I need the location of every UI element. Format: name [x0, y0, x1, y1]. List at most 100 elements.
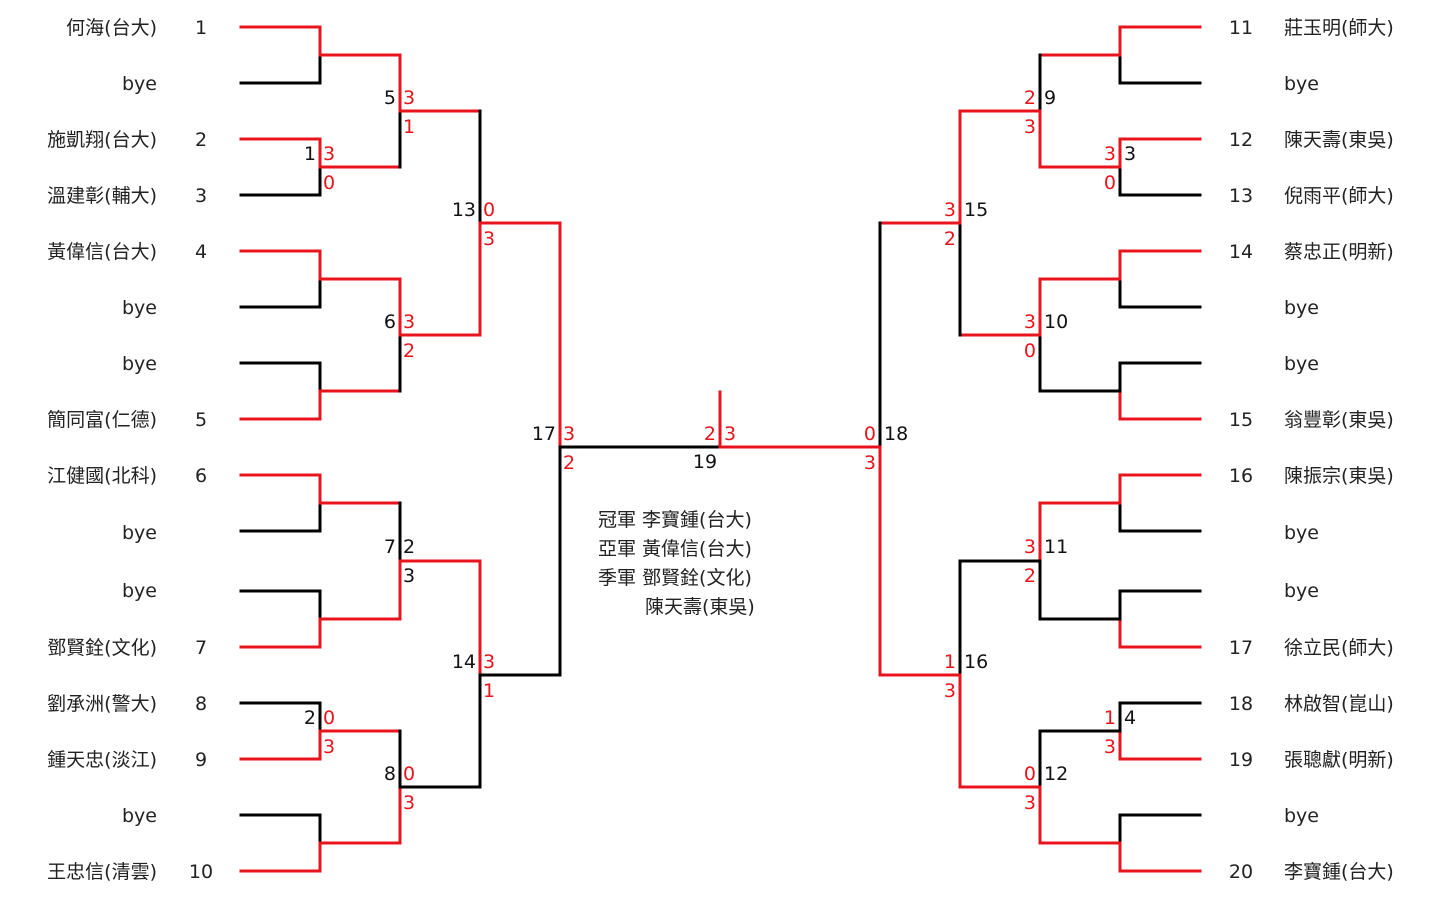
right-player-name: 翁豐彰(東吳)	[1284, 409, 1394, 431]
right-player-name: bye	[1284, 805, 1319, 827]
left-bracket-lines	[239, 25, 722, 873]
match-score-top: 1	[944, 651, 956, 673]
match-number: 19	[693, 451, 717, 473]
final-lines	[718, 390, 882, 449]
match-score-bottom: 0	[1104, 172, 1116, 194]
right-player-seed: 14	[1229, 241, 1253, 263]
match-number: 6	[384, 311, 396, 333]
match-number: 18	[884, 423, 908, 445]
match-score-bottom: 0	[323, 172, 335, 194]
match-number: 8	[384, 763, 396, 785]
results-summary: 冠軍 李寶鍾(台大) 亞軍 黃偉信(台大) 季軍 鄧賢銓(文化) 陳天壽(東吳)	[598, 509, 755, 618]
left-player-name: 何海(台大)	[66, 17, 157, 39]
match-score-top: 1	[1104, 707, 1116, 729]
match-score-bottom: 3	[483, 228, 495, 250]
left-player-seed: 10	[189, 861, 213, 883]
left-player-name: bye	[122, 73, 157, 95]
right-player-name: bye	[1284, 353, 1319, 375]
left-player-name: bye	[122, 297, 157, 319]
match-score-top: 3	[483, 651, 495, 673]
left-player-seed: 5	[195, 409, 207, 431]
match-score-bottom: 2	[563, 452, 575, 474]
match-score-top: 0	[323, 707, 335, 729]
left-player-name: bye	[122, 580, 157, 602]
match-score-top: 3	[1024, 536, 1036, 558]
left-player-name: 簡同富(仁德)	[47, 409, 157, 431]
match-score-top: 2	[1024, 87, 1036, 109]
match-score-top: 3	[1024, 311, 1036, 333]
right-player-name: 林啟智(崑山)	[1284, 693, 1394, 715]
right-player-seed: 15	[1229, 409, 1253, 431]
left-player-seed: 6	[195, 465, 207, 487]
left-player-seed: 2	[195, 129, 207, 151]
third-place-text: 季軍 鄧賢銓(文化)	[598, 567, 752, 589]
left-player-name: 江健國(北科)	[47, 465, 157, 487]
right-player-name: bye	[1284, 73, 1319, 95]
right-player-seed: 16	[1229, 465, 1253, 487]
right-player-seed: 19	[1229, 749, 1253, 771]
match-score-bottom: 2	[944, 228, 956, 250]
champion-text: 冠軍 李寶鍾(台大)	[598, 509, 752, 531]
match-score-top: 0	[864, 423, 876, 445]
match-number: 7	[384, 536, 396, 558]
left-player-seed: 4	[195, 241, 207, 263]
left-player-name: 鄧賢銓(文化)	[47, 637, 157, 659]
match-score-bottom: 3	[864, 452, 876, 474]
left-player-name: 溫建彰(輔大)	[47, 185, 157, 207]
left-player-name: bye	[122, 522, 157, 544]
match-score-bottom: 3	[944, 680, 956, 702]
match-score-top: 3	[944, 199, 956, 221]
right-player-name: 陳天壽(東吳)	[1284, 129, 1394, 151]
left-player-seed: 7	[195, 637, 207, 659]
left-player-list: 何海(台大) 1 bye 施凱翔(台大) 2 溫建彰(輔大) 3 黃偉信(台大)…	[47, 17, 213, 883]
match-score-bottom: 2	[1024, 565, 1036, 587]
right-player-name: 陳振宗(東吳)	[1284, 465, 1394, 487]
right-player-list: 11 莊玉明(師大) bye 12 陳天壽(東吳) 13 倪雨平(師大) 14 …	[1229, 17, 1394, 883]
match-labels: 1 3 0 2 0 3 5 3 1 6 3 2 7 2 3 8 0 3 13 0…	[304, 87, 1136, 814]
right-player-name: 莊玉明(師大)	[1284, 17, 1394, 39]
right-player-name: 張聰獻(明新)	[1284, 749, 1394, 771]
match-number: 17	[532, 423, 556, 445]
right-player-name: 李寶鍾(台大)	[1284, 861, 1394, 883]
right-player-name: bye	[1284, 297, 1319, 319]
right-player-name: bye	[1284, 522, 1319, 544]
left-player-name: bye	[122, 353, 157, 375]
match-score-bottom: 3	[1104, 736, 1116, 758]
right-player-seed: 20	[1229, 861, 1253, 883]
match-score-top: 0	[1024, 763, 1036, 785]
match-score-top: 3	[403, 87, 415, 109]
left-player-seed: 3	[195, 185, 207, 207]
right-player-seed: 17	[1229, 637, 1253, 659]
right-player-name: bye	[1284, 580, 1319, 602]
match-score-bottom: 3	[1024, 116, 1036, 138]
right-player-seed: 12	[1229, 129, 1253, 151]
match-number: 2	[304, 707, 316, 729]
match-score-bottom: 3	[403, 565, 415, 587]
left-player-name: 王忠信(清雲)	[47, 861, 157, 883]
left-player-seed: 9	[195, 749, 207, 771]
match-number: 16	[964, 651, 988, 673]
runner-up-text: 亞軍 黃偉信(台大)	[598, 538, 752, 560]
left-player-seed: 1	[195, 17, 207, 39]
left-player-name: 施凱翔(台大)	[47, 129, 157, 151]
match-score-top: 3	[1104, 143, 1116, 165]
match-score-top: 3	[403, 311, 415, 333]
match-score-bottom: 3	[323, 736, 335, 758]
match-score-bottom: 0	[1024, 340, 1036, 362]
right-player-seed: 13	[1229, 185, 1253, 207]
left-player-name: bye	[122, 805, 157, 827]
match-number: 4	[1124, 707, 1136, 729]
right-player-name: 徐立民(師大)	[1284, 637, 1394, 659]
match-number: 5	[384, 87, 396, 109]
match-number: 3	[1124, 143, 1136, 165]
match-score-bottom: 3	[1024, 792, 1036, 814]
left-player-name: 劉承洲(警大)	[47, 693, 157, 715]
final-score-left: 2	[704, 423, 716, 445]
right-player-name: 蔡忠正(明新)	[1284, 241, 1394, 263]
match-score-bottom: 2	[403, 340, 415, 362]
match-number: 13	[452, 199, 476, 221]
match-score-bottom: 3	[403, 792, 415, 814]
match-score-top: 0	[483, 199, 495, 221]
right-player-seed: 11	[1229, 17, 1253, 39]
